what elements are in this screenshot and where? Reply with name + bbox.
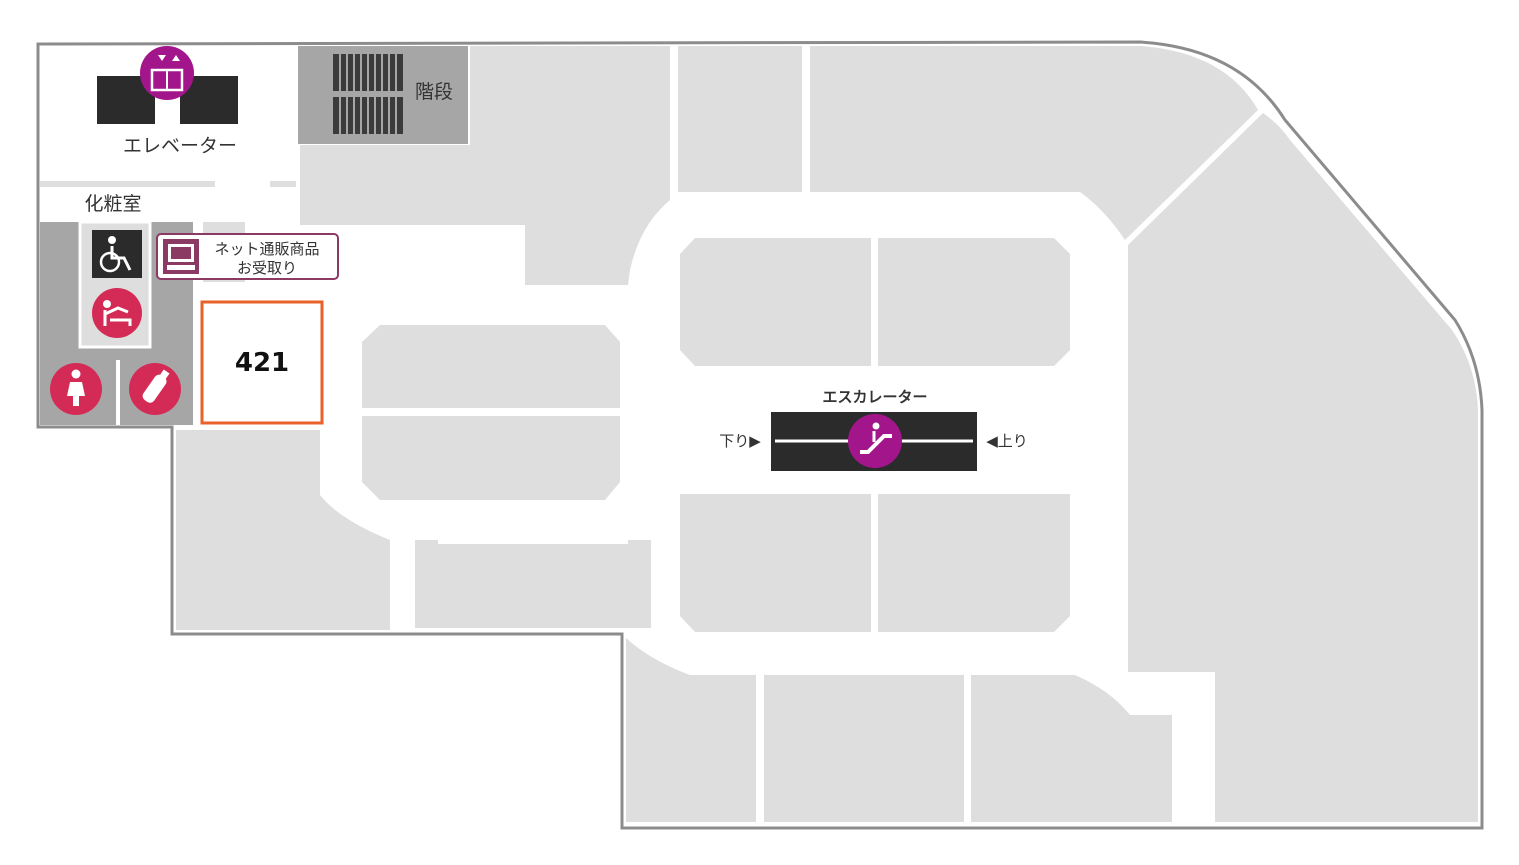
baby-bottle-icon [129, 363, 181, 415]
restroom-divider [116, 360, 120, 425]
shop-top-a[interactable] [300, 46, 670, 285]
pickup-counter-icon [163, 239, 199, 274]
shop-bottom-a[interactable] [626, 638, 756, 822]
shop-left-bottom[interactable] [415, 540, 651, 628]
shop-top-c[interactable] [810, 46, 1258, 240]
shop-center-lower-right[interactable] [878, 494, 1070, 632]
pickup-label-line2: お受取り [237, 259, 297, 277]
restroom-floor [40, 352, 193, 358]
pickup-counter-badge[interactable]: ネット通販商品 お受取り [156, 233, 339, 280]
shop-right-large[interactable] [1128, 113, 1478, 822]
shop-center-upper-right[interactable] [878, 238, 1070, 366]
baby-changing-icon [92, 288, 142, 338]
stairs-icon [333, 54, 403, 134]
elevator-label: エレベーター [123, 135, 237, 157]
powder-room-label: 化粧室 [84, 193, 141, 215]
wheelchair-icon [92, 230, 142, 278]
shop-top-b[interactable] [678, 46, 802, 192]
shop-center-lower-left[interactable] [680, 494, 871, 632]
unit-421-number: 421 [235, 348, 289, 378]
shop-island-left-top[interactable] [362, 325, 620, 408]
escalator-up-label: ◀上り [986, 432, 1028, 450]
shop-center-upper-left[interactable] [680, 238, 871, 366]
elevator-icon[interactable] [140, 46, 194, 100]
escalator-label: エスカレーター [822, 388, 927, 406]
pickup-label-line1: ネット通販商品 [214, 240, 319, 258]
shop-bottom-b[interactable] [764, 675, 964, 822]
women-restroom-icon [50, 363, 102, 415]
shop-left-lower[interactable] [176, 430, 390, 630]
escalator-down-label: 下り▶ [719, 432, 761, 450]
shop-bottom-c[interactable] [971, 675, 1172, 822]
floor-outline [36, 40, 1484, 830]
stairs-label: 階段 [415, 81, 453, 103]
escalator-icon[interactable] [848, 414, 902, 468]
shop-left-bottom-notch [438, 538, 628, 544]
unit-421-highlight[interactable] [200, 300, 324, 425]
powder-room-header [40, 188, 296, 220]
shop-island-left-bottom[interactable] [362, 416, 620, 500]
